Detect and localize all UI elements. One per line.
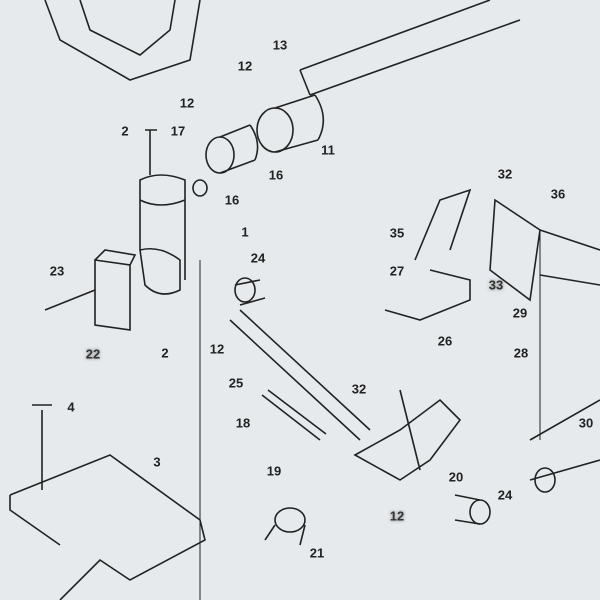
part-number-label: 19 bbox=[266, 463, 282, 479]
part-number-label: 27 bbox=[389, 263, 405, 279]
part-number-label: 24 bbox=[250, 250, 266, 266]
part-number-label: 28 bbox=[513, 345, 529, 361]
part-number-label: 20 bbox=[448, 469, 464, 485]
plate-3 bbox=[9, 454, 206, 600]
part-20 bbox=[353, 398, 462, 481]
part-number-label: 16 bbox=[268, 167, 284, 183]
part-number-label: 2 bbox=[121, 123, 129, 139]
part-number-label: 36 bbox=[550, 186, 566, 202]
part-33 bbox=[489, 198, 541, 302]
part-number-label: 30 bbox=[578, 415, 594, 431]
part-number-label: 2 bbox=[161, 345, 169, 361]
part-number-label: 35 bbox=[389, 225, 405, 241]
part-number-label: 1 bbox=[241, 224, 249, 240]
part-number-label: 13 bbox=[272, 37, 288, 53]
part-number-label: 12 bbox=[209, 341, 225, 357]
collar-11 bbox=[256, 107, 294, 153]
part-number-label: 33 bbox=[488, 277, 504, 293]
part-number-label: 16 bbox=[224, 192, 240, 208]
machine-base bbox=[44, 0, 201, 81]
bracket-1 bbox=[139, 174, 186, 295]
part-number-label: 29 bbox=[512, 305, 528, 321]
part-number-label: 22 bbox=[85, 346, 101, 362]
collar-15 bbox=[205, 136, 235, 174]
part-number-label: 17 bbox=[170, 123, 186, 139]
part-35 bbox=[414, 188, 472, 261]
part-number-label: 12 bbox=[237, 58, 253, 74]
shaft-25 bbox=[229, 309, 371, 441]
part-number-label: 12 bbox=[179, 95, 195, 111]
part-number-label: 25 bbox=[228, 375, 244, 391]
part-number-label: 21 bbox=[309, 545, 325, 561]
part-number-label: 4 bbox=[67, 399, 75, 415]
part-number-label: 32 bbox=[351, 381, 367, 397]
part-number-label: 18 bbox=[235, 415, 251, 431]
part-number-label: 23 bbox=[49, 263, 65, 279]
part-number-label: 12 bbox=[389, 508, 405, 524]
bracket-22 bbox=[94, 249, 137, 331]
part-number-label: 32 bbox=[497, 166, 513, 182]
part-number-label: 26 bbox=[437, 333, 453, 349]
part-number-label: 11 bbox=[321, 142, 335, 158]
part-number-label: 3 bbox=[153, 454, 161, 470]
part-number-label: 24 bbox=[497, 487, 513, 503]
shaft-11 bbox=[299, 0, 521, 96]
part-21 bbox=[274, 507, 306, 533]
